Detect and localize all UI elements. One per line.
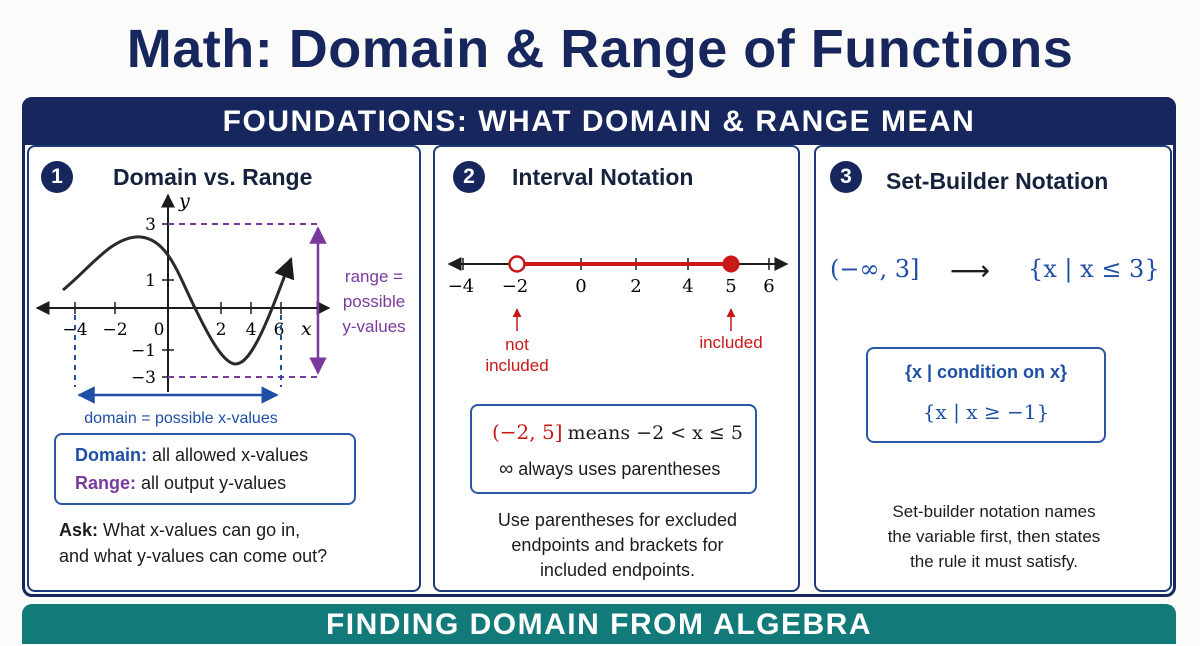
x-axis-label: x [301, 318, 312, 340]
step-number-badge: 3 [830, 161, 862, 193]
tick-label: −4 [448, 276, 475, 297]
infinity-rule: always uses parentheses [518, 459, 721, 479]
range-definition: all output y-values [141, 473, 287, 493]
open-endpoint [508, 255, 526, 273]
set-builder-example: {x | x ≤ 3} [1028, 255, 1160, 283]
tick-label: 6 [763, 276, 774, 297]
y-tick-label: −1 [131, 341, 156, 361]
number-line: −4 −2 0 2 4 5 6 not included included [447, 255, 789, 375]
definition-box: Domain: all allowed x-values Range: all … [54, 433, 356, 505]
panel-set-builder: 3 Set-Builder Notation (−∞, 3] ⟶ {x | x … [814, 145, 1172, 592]
set-builder-template-box: {x | condition on x} {x | x ≥ −1} [866, 347, 1106, 443]
panel-title: Domain vs. Range [113, 164, 313, 190]
x-tick-label: −2 [102, 320, 127, 340]
x-tick-label: 6 [274, 320, 285, 340]
interval-note: Use parentheses for excluded endpoints a… [497, 510, 738, 580]
panel-title: Set-Builder Notation [886, 168, 1109, 194]
section-header: FOUNDATIONS: WHAT DOMAIN & RANGE MEAN [22, 97, 1176, 145]
conversion-arrow: ⟶ [950, 255, 991, 286]
y-tick-label: −3 [131, 368, 156, 388]
interval-meaning: means −2 < x ≤ 5 [567, 422, 743, 444]
open-endpoint-label: not [505, 335, 529, 354]
domain-label: domain = possible x-values [84, 410, 277, 427]
y-axis-label: y [178, 190, 190, 212]
tick-label: 0 [575, 276, 586, 297]
x-tick-label: 4 [246, 320, 257, 340]
function-graph: −4 −2 0 2 4 6 x 3 1 −1 −3 y domain = pos… [35, 190, 331, 427]
tick-label: −2 [502, 276, 529, 297]
closed-endpoint [722, 255, 740, 273]
panel-domain-vs-range: 1 Domain vs. Range −4 −2 0 2 4 [27, 145, 421, 592]
set-builder-note: Set-builder notation names the variable … [887, 502, 1101, 571]
step-number-badge: 2 [453, 161, 485, 193]
panel-interval-notation: 2 Interval Notation −4 −2 0 2 4 5 6 not … [433, 145, 800, 592]
tick-label: 4 [682, 276, 693, 297]
interval-example: (−2, 5] [492, 420, 563, 444]
interval-form-example: (−∞, 3] [830, 255, 920, 283]
set-builder-template: {x | condition on x} [904, 362, 1068, 382]
range-label: range = possible y-values [342, 267, 406, 336]
y-tick-label: 1 [145, 271, 156, 291]
tick-label: 2 [630, 276, 641, 297]
function-curve [62, 235, 295, 366]
y-tick-label: 3 [145, 215, 156, 235]
domain-definition: all allowed x-values [152, 445, 309, 465]
open-endpoint-label: included [485, 356, 548, 375]
closed-endpoint-label: included [699, 333, 762, 352]
infinity-symbol: ∞ [499, 458, 514, 480]
ask-prompt: Ask: What x-values can go in, and what y… [59, 520, 328, 566]
interval-example-box: (−2, 5] means −2 < x ≤ 5 ∞ always uses p… [470, 404, 757, 494]
set-builder-sample: {x | x ≥ −1} [922, 400, 1050, 424]
tick-label: 5 [725, 276, 736, 297]
x-tick-label: 0 [154, 320, 165, 340]
range-term: Range: [75, 473, 137, 493]
step-number-badge: 1 [41, 161, 73, 193]
domain-term: Domain: [75, 445, 147, 465]
panel-title: Interval Notation [512, 164, 694, 190]
next-section-header: FINDING DOMAIN FROM ALGEBRA [22, 604, 1176, 644]
page-title: Math: Domain & Range of Functions [126, 19, 1074, 79]
x-tick-label: 2 [216, 320, 227, 340]
